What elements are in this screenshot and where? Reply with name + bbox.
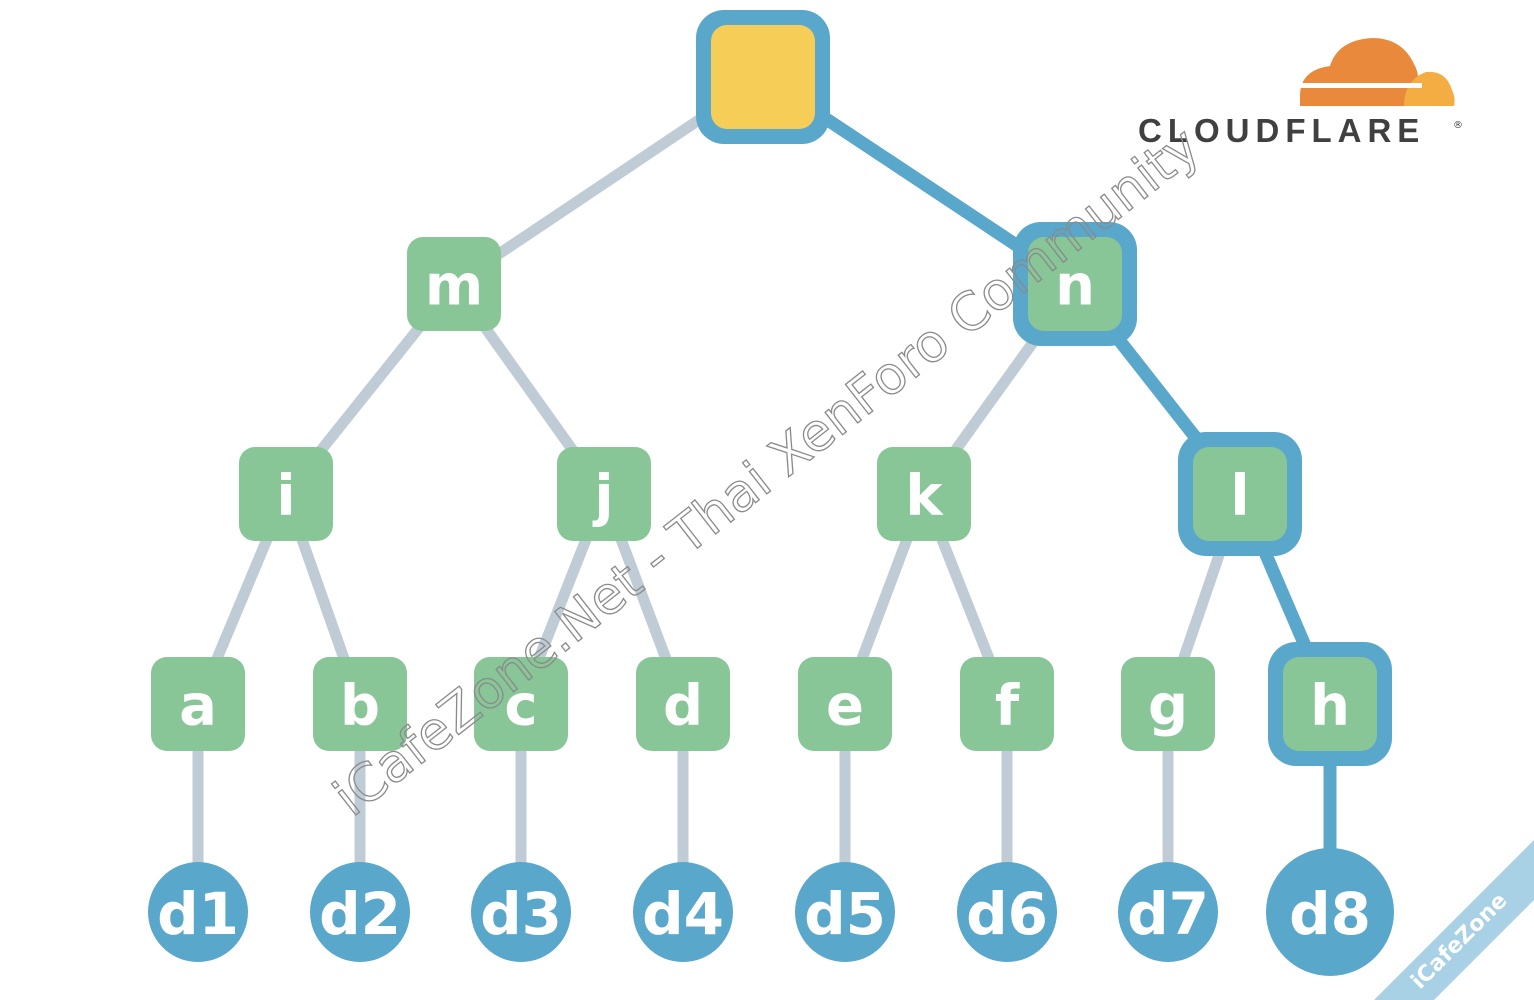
node-label-f: f (995, 674, 1020, 739)
data-block-d3 (471, 862, 571, 962)
node-m: m (407, 237, 501, 331)
node-root (696, 10, 830, 144)
node-c: c (474, 657, 568, 751)
node-g: g (1121, 657, 1215, 751)
node-i: i (239, 447, 333, 541)
node-d2: d2 (310, 862, 410, 962)
node-label-l: l (1230, 464, 1249, 529)
node-d4: d4 (633, 862, 733, 962)
node-d: d (636, 657, 730, 751)
hash-box-f (960, 657, 1054, 751)
node-label-m: m (425, 254, 483, 319)
cloudflare-wordmark: CLOUDFLARE (1138, 112, 1425, 149)
node-label-b: b (340, 674, 380, 739)
hash-box-j (557, 447, 651, 541)
watermark-text: iCafeZone.Net - Thai XenForo Community (323, 116, 1211, 828)
node-label-n: n (1055, 254, 1095, 319)
node-d6: d6 (957, 862, 1057, 962)
node-label-j: j (592, 464, 613, 529)
data-block-d1 (148, 862, 248, 962)
hash-box-g (1121, 657, 1215, 751)
node-a: a (151, 657, 245, 751)
data-block-d6 (957, 862, 1057, 962)
node-label-d8: d8 (1289, 880, 1371, 948)
node-label-e: e (826, 674, 864, 739)
node-label-h: h (1310, 674, 1350, 739)
node-label-a: a (179, 674, 217, 739)
node-label-d2: d2 (319, 880, 401, 948)
hash-box-b (313, 657, 407, 751)
hash-box-a (151, 657, 245, 751)
node-h: h (1268, 642, 1392, 766)
node-label-c: c (504, 674, 537, 739)
hash-box-l (1193, 447, 1287, 541)
data-block-d2 (310, 862, 410, 962)
node-d7: d7 (1118, 862, 1218, 962)
hash-box-n (1028, 237, 1122, 331)
node-label-d6: d6 (966, 880, 1048, 948)
data-block-d4 (633, 862, 733, 962)
node-d3: d3 (471, 862, 571, 962)
node-e: e (798, 657, 892, 751)
cloud-icon (1296, 38, 1455, 106)
node-label-i: i (276, 464, 295, 529)
hash-box-i (239, 447, 333, 541)
data-block-d7 (1118, 862, 1218, 962)
hash-box-d (636, 657, 730, 751)
node-b: b (313, 657, 407, 751)
tree-nodes: m n i j k l a b c d e f g h d1 d2 d3 d4 d5 d6 d7 d8 (148, 10, 1394, 976)
cloudflare-logo: CLOUDFLARE ® (1138, 38, 1463, 149)
ribbon-text: iCafeZone (1407, 888, 1513, 994)
node-d1: d1 (148, 862, 248, 962)
node-label-d3: d3 (480, 880, 562, 948)
registered-mark: ® (1453, 120, 1463, 131)
hash-box-k (877, 447, 971, 541)
node-label-d7: d7 (1127, 880, 1209, 948)
node-label-d1: d1 (157, 880, 239, 948)
hash-box-c (474, 657, 568, 751)
hash-box-m (407, 237, 501, 331)
hash-box-e (798, 657, 892, 751)
node-j: j (557, 447, 651, 541)
corner-ribbon: iCafeZone (1374, 840, 1534, 1000)
node-n: n (1013, 222, 1137, 346)
node-d5: d5 (795, 862, 895, 962)
hash-box-h (1283, 657, 1377, 751)
node-label-g: g (1148, 674, 1188, 739)
node-label-d5: d5 (804, 880, 886, 948)
node-label-d: d (663, 674, 703, 739)
data-block-d5 (795, 862, 895, 962)
node-k: k (877, 447, 971, 541)
root-hash-box (711, 25, 815, 129)
data-block-d8 (1266, 848, 1394, 976)
node-l: l (1178, 432, 1302, 556)
node-f: f (960, 657, 1054, 751)
node-label-d4: d4 (642, 880, 724, 948)
node-label-k: k (905, 464, 944, 529)
node-d8: d8 (1266, 848, 1394, 976)
